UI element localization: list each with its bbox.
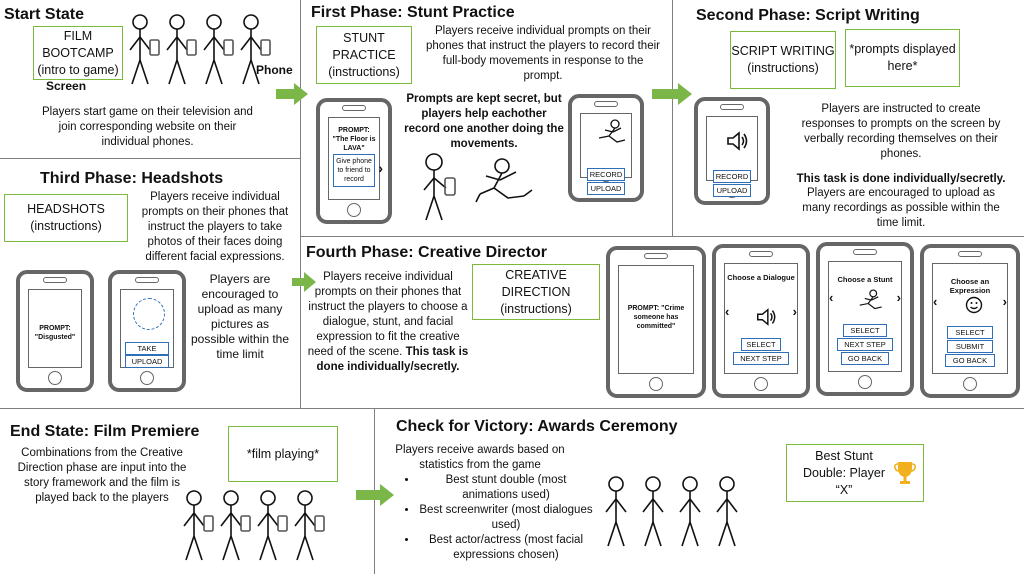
start-title: Start State <box>4 6 85 23</box>
phase3-desc2: Players are encouraged to upload as many… <box>190 272 290 361</box>
next-step-button[interactable]: NEXT STEP <box>837 338 893 351</box>
divider <box>0 408 1024 409</box>
phone-mockup: Choose a Dialogue ‹ › SELECT NEXT STEP <box>712 244 810 398</box>
phase4-desc: Players receive individual prompts on th… <box>306 270 470 375</box>
end-desc: Combinations from the Creative Direction… <box>17 447 187 504</box>
victory-list: Best stunt double (most animations used)… <box>404 473 594 563</box>
stunt-figure-icon <box>598 119 626 143</box>
next-step-button[interactable]: NEXT STEP <box>733 352 789 365</box>
phase2-note: This task is done individually/secretly. <box>796 173 1006 185</box>
phase4-title: Fourth Phase: Creative Director <box>306 244 547 261</box>
take-button[interactable]: TAKE <box>125 342 169 355</box>
upload-button[interactable]: UPLOAD <box>713 184 751 197</box>
phase2-prompts-box: *prompts displayed here* <box>845 29 960 87</box>
victory-title: Check for Victory: Awards Ceremony <box>396 418 678 435</box>
phase2-title: Second Phase: Script Writing <box>696 7 920 24</box>
stick-figures-group <box>129 14 271 85</box>
stick-figures-group <box>183 490 325 561</box>
arrow-icon <box>292 272 316 292</box>
divider <box>672 0 673 236</box>
phase1-desc: Players receive individual prompts on th… <box>426 25 660 82</box>
select-button[interactable]: SELECT <box>947 326 993 339</box>
chevron-right-icon[interactable]: › <box>896 290 901 305</box>
phase1-title: First Phase: Stunt Practice <box>311 4 515 21</box>
select-button[interactable]: SELECT <box>741 338 781 351</box>
phase3-desc: Players receive individual prompts on th… <box>141 191 289 263</box>
expression-title: Choose an Expression <box>949 277 991 295</box>
chevron-right-icon: › <box>378 160 383 176</box>
camera-frame-icon <box>133 298 165 330</box>
phone-mockup: Choose an Expression ‹ › SELECT SUBMIT G… <box>920 244 1020 398</box>
go-back-button[interactable]: GO BACK <box>945 354 995 367</box>
phone-mockup: PROMPT: "The Floor is LAVA" Give phone t… <box>316 98 392 224</box>
phone-mockup: RECORD UPLOAD <box>694 97 770 205</box>
record-button[interactable]: RECORD <box>587 168 625 181</box>
go-back-button[interactable]: GO BACK <box>841 352 889 365</box>
stunt-figure-icon <box>859 289 882 310</box>
phase4-box: CREATIVE DIRECTION (instructions) <box>472 264 600 320</box>
victory-bullet: Best screenwriter (most dialogues used) <box>418 503 594 533</box>
phone-prompt: PROMPT: "The Floor is LAVA" <box>332 127 376 152</box>
screen-label: Screen <box>46 79 87 93</box>
phase1-box: STUNT PRACTICE (instructions) <box>316 26 412 84</box>
submit-button[interactable]: SUBMIT <box>947 340 993 353</box>
speaker-icon <box>727 131 748 151</box>
trophy-icon <box>894 462 916 484</box>
arrow-icon <box>652 83 692 105</box>
speaker-icon <box>757 308 776 326</box>
record-button[interactable]: RECORD <box>713 170 751 183</box>
give-phone-text: Give phone to friend to record <box>333 154 375 187</box>
phase3-title: Third Phase: Headshots <box>40 170 224 187</box>
victory-bullet: Best actor/actress (most facial expressi… <box>418 533 594 563</box>
phone-label: Phone <box>256 63 293 77</box>
phone-prompt: PROMPT: "Disgusted" <box>34 325 76 341</box>
smiley-icon <box>965 296 983 314</box>
start-box: FILM BOOTCAMP (intro to game) <box>33 26 123 80</box>
award-box: Best Stunt Double: Player “X” <box>786 444 924 502</box>
end-title: End State: Film Premiere <box>10 423 200 440</box>
upload-button[interactable]: UPLOAD <box>587 182 625 195</box>
phone-mockup: Choose a Stunt ‹ › SELECT NEXT STEP GO B… <box>816 242 914 396</box>
victory-bullets: Best stunt double (most animations used)… <box>404 473 594 563</box>
phone-mockup: PROMPT: "Disgusted" <box>16 270 94 392</box>
chevron-left-icon[interactable]: ‹ <box>829 290 834 305</box>
phone-mockup: PROMPT: "Crime someone has committed" <box>606 246 706 398</box>
chevron-left-icon[interactable]: ‹ <box>725 304 730 319</box>
award-text: Best Stunt Double: Player “X” <box>803 448 885 497</box>
divider <box>300 0 301 408</box>
victory-bullet: Best stunt double (most animations used) <box>418 473 594 503</box>
phone-mockup: RECORD UPLOAD <box>568 94 644 202</box>
phase1-note: Prompts are kept secret, but players hel… <box>404 93 564 150</box>
arrow-icon <box>356 484 394 506</box>
victory-desc: Players receive awards based on statisti… <box>395 444 565 471</box>
stick-figure-recording-icon <box>423 153 533 221</box>
start-desc: Players start game on their television a… <box>42 106 253 148</box>
phone-mockup: TAKE UPLOAD <box>108 270 186 392</box>
phase2-desc2: Players are encouraged to upload as many… <box>802 187 1000 229</box>
arrow-icon <box>276 83 308 105</box>
dialogue-title: Choose a Dialogue <box>727 273 795 282</box>
phase4-note: This task is done individually/secretly. <box>316 346 469 373</box>
divider <box>0 158 300 159</box>
upload-button[interactable]: UPLOAD <box>125 355 169 368</box>
phase2-box: SCRIPT WRITING (instructions) <box>730 31 836 89</box>
chevron-left-icon[interactable]: ‹ <box>933 294 938 309</box>
select-button[interactable]: SELECT <box>843 324 887 337</box>
phase4-desc-text: Players receive individual prompts on th… <box>307 271 468 358</box>
stick-figures-group <box>605 476 738 547</box>
chevron-right-icon[interactable]: › <box>1002 294 1007 309</box>
divider <box>300 236 1024 237</box>
phase2-desc: Players are instructed to create respons… <box>801 103 1001 160</box>
phase3-box: HEADSHOTS (instructions) <box>4 194 128 242</box>
stunt-title: Choose a Stunt <box>837 275 893 284</box>
phone-prompt: PROMPT: "Crime someone has committed" <box>627 305 685 330</box>
chevron-right-icon[interactable]: › <box>792 304 797 319</box>
end-box: *film playing* <box>228 426 338 482</box>
